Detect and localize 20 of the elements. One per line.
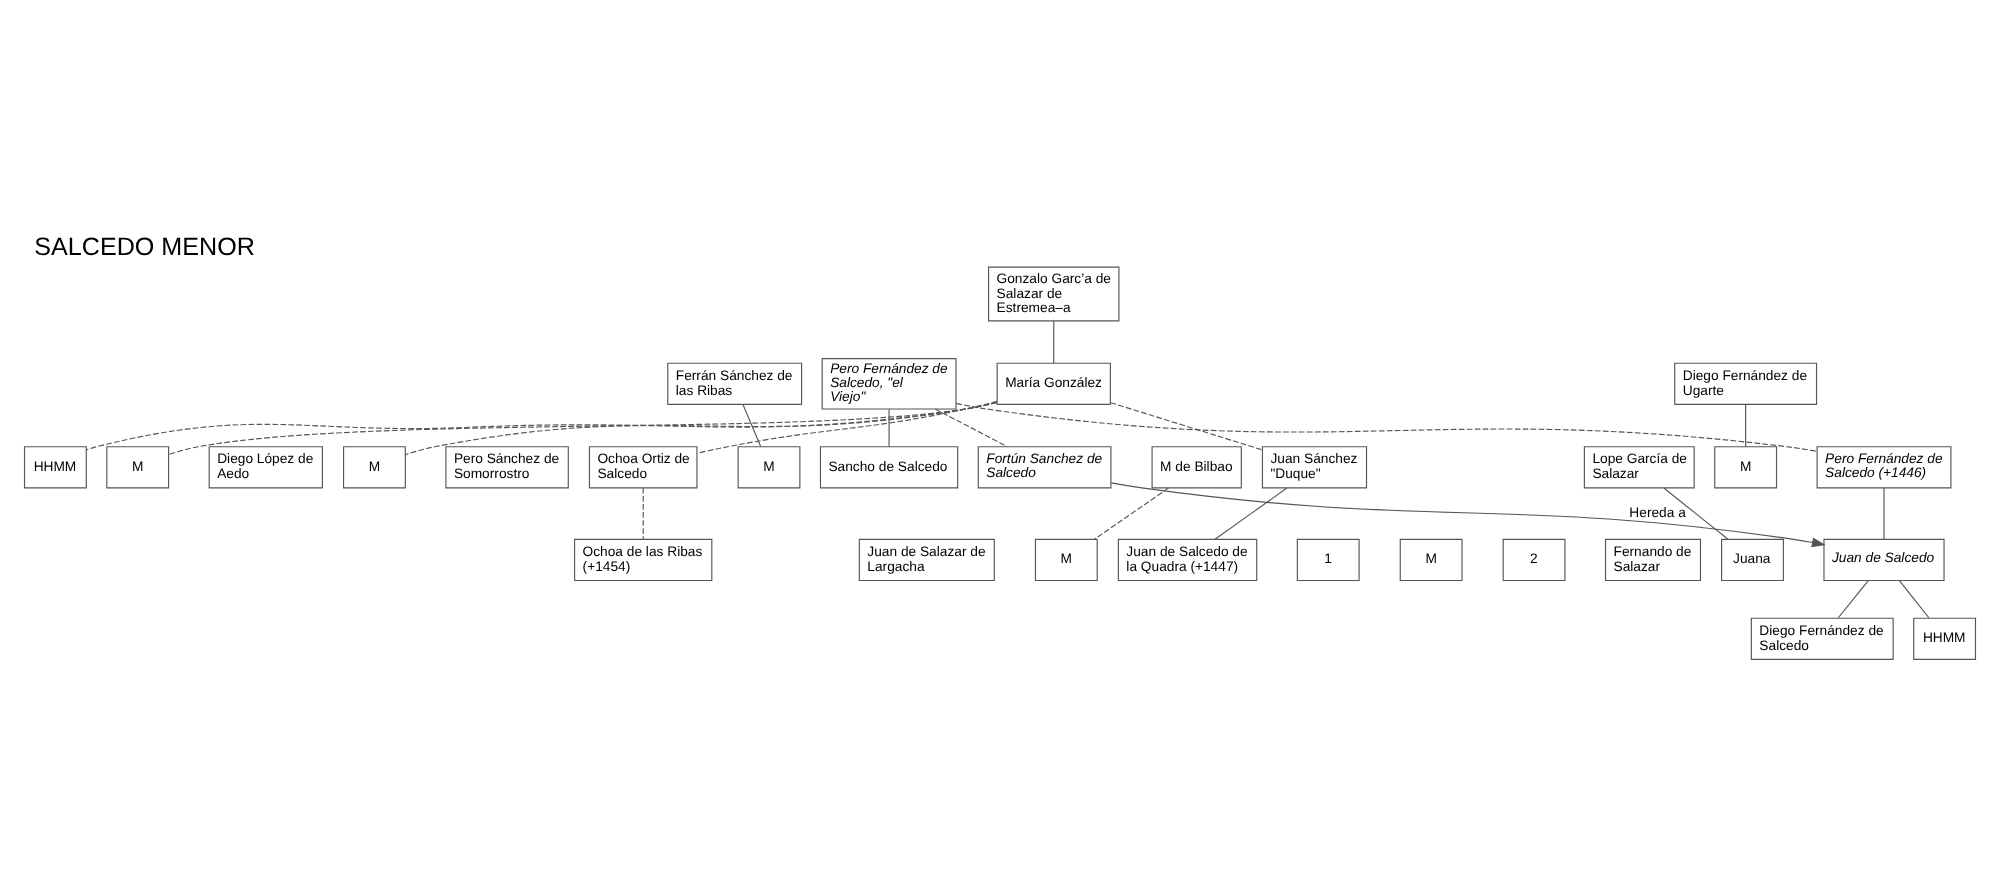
connector	[641, 487, 643, 540]
connector	[933, 408, 1007, 448]
connector	[887, 408, 889, 448]
connector	[695, 400, 997, 454]
arrow	[1109, 482, 1825, 548]
connector	[1898, 580, 1929, 619]
connector	[167, 401, 997, 456]
connector	[1109, 402, 1262, 451]
connector	[84, 401, 997, 451]
connector	[1836, 580, 1868, 619]
connector	[1052, 320, 1054, 364]
connector	[1213, 487, 1287, 540]
connector	[954, 402, 1817, 452]
connector	[1882, 487, 1884, 540]
connector	[1744, 404, 1746, 448]
diagram-title: SALCEDO MENOR	[33, 233, 254, 262]
connector	[403, 401, 997, 456]
connector	[741, 404, 761, 448]
connector	[1662, 487, 1728, 540]
connector	[1093, 487, 1168, 540]
